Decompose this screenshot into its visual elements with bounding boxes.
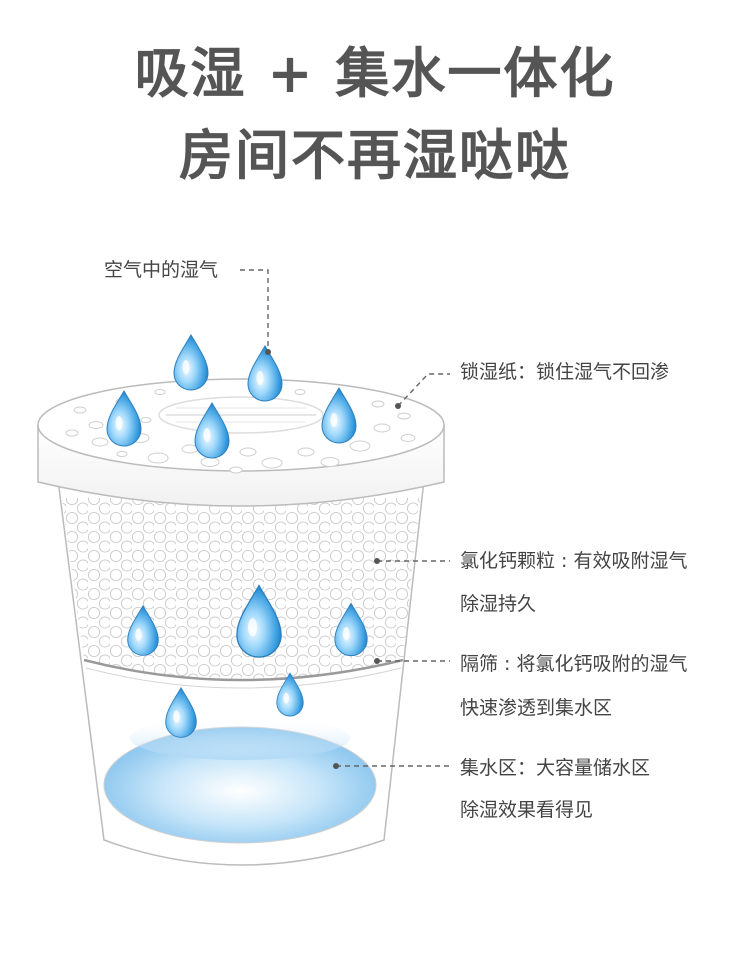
page-title-line-1: 吸湿 + 集水一体化 <box>134 42 616 105</box>
label-air-moisture: 空气中的湿气 <box>104 259 219 281</box>
label-lock-paper: 锁湿纸：锁住湿气不回渗 <box>460 361 670 383</box>
label-filter-line-1: 隔筛 : 将氯化钙吸附的湿气 <box>460 653 688 675</box>
filter-screen <box>83 658 404 682</box>
label-water-area-line-2: 除湿效果看得见 <box>460 799 594 821</box>
water-drop-icon <box>173 334 209 391</box>
water-drop-icon <box>247 345 283 402</box>
label-calcium-chloride-line-1: 氯化钙颗粒 : 有效吸附湿气 <box>460 550 688 572</box>
label-calcium-chloride-line-2: 除湿持久 <box>460 593 537 615</box>
leader-lines <box>240 269 450 767</box>
label-filter-line-2: 快速渗透到集水区 <box>460 697 613 719</box>
label-water-area-line-1: 集水区：大容量储水区 <box>460 757 651 779</box>
page-title-line-2: 房间不再湿哒哒 <box>179 124 571 187</box>
pointer-dot-icon <box>265 349 401 769</box>
